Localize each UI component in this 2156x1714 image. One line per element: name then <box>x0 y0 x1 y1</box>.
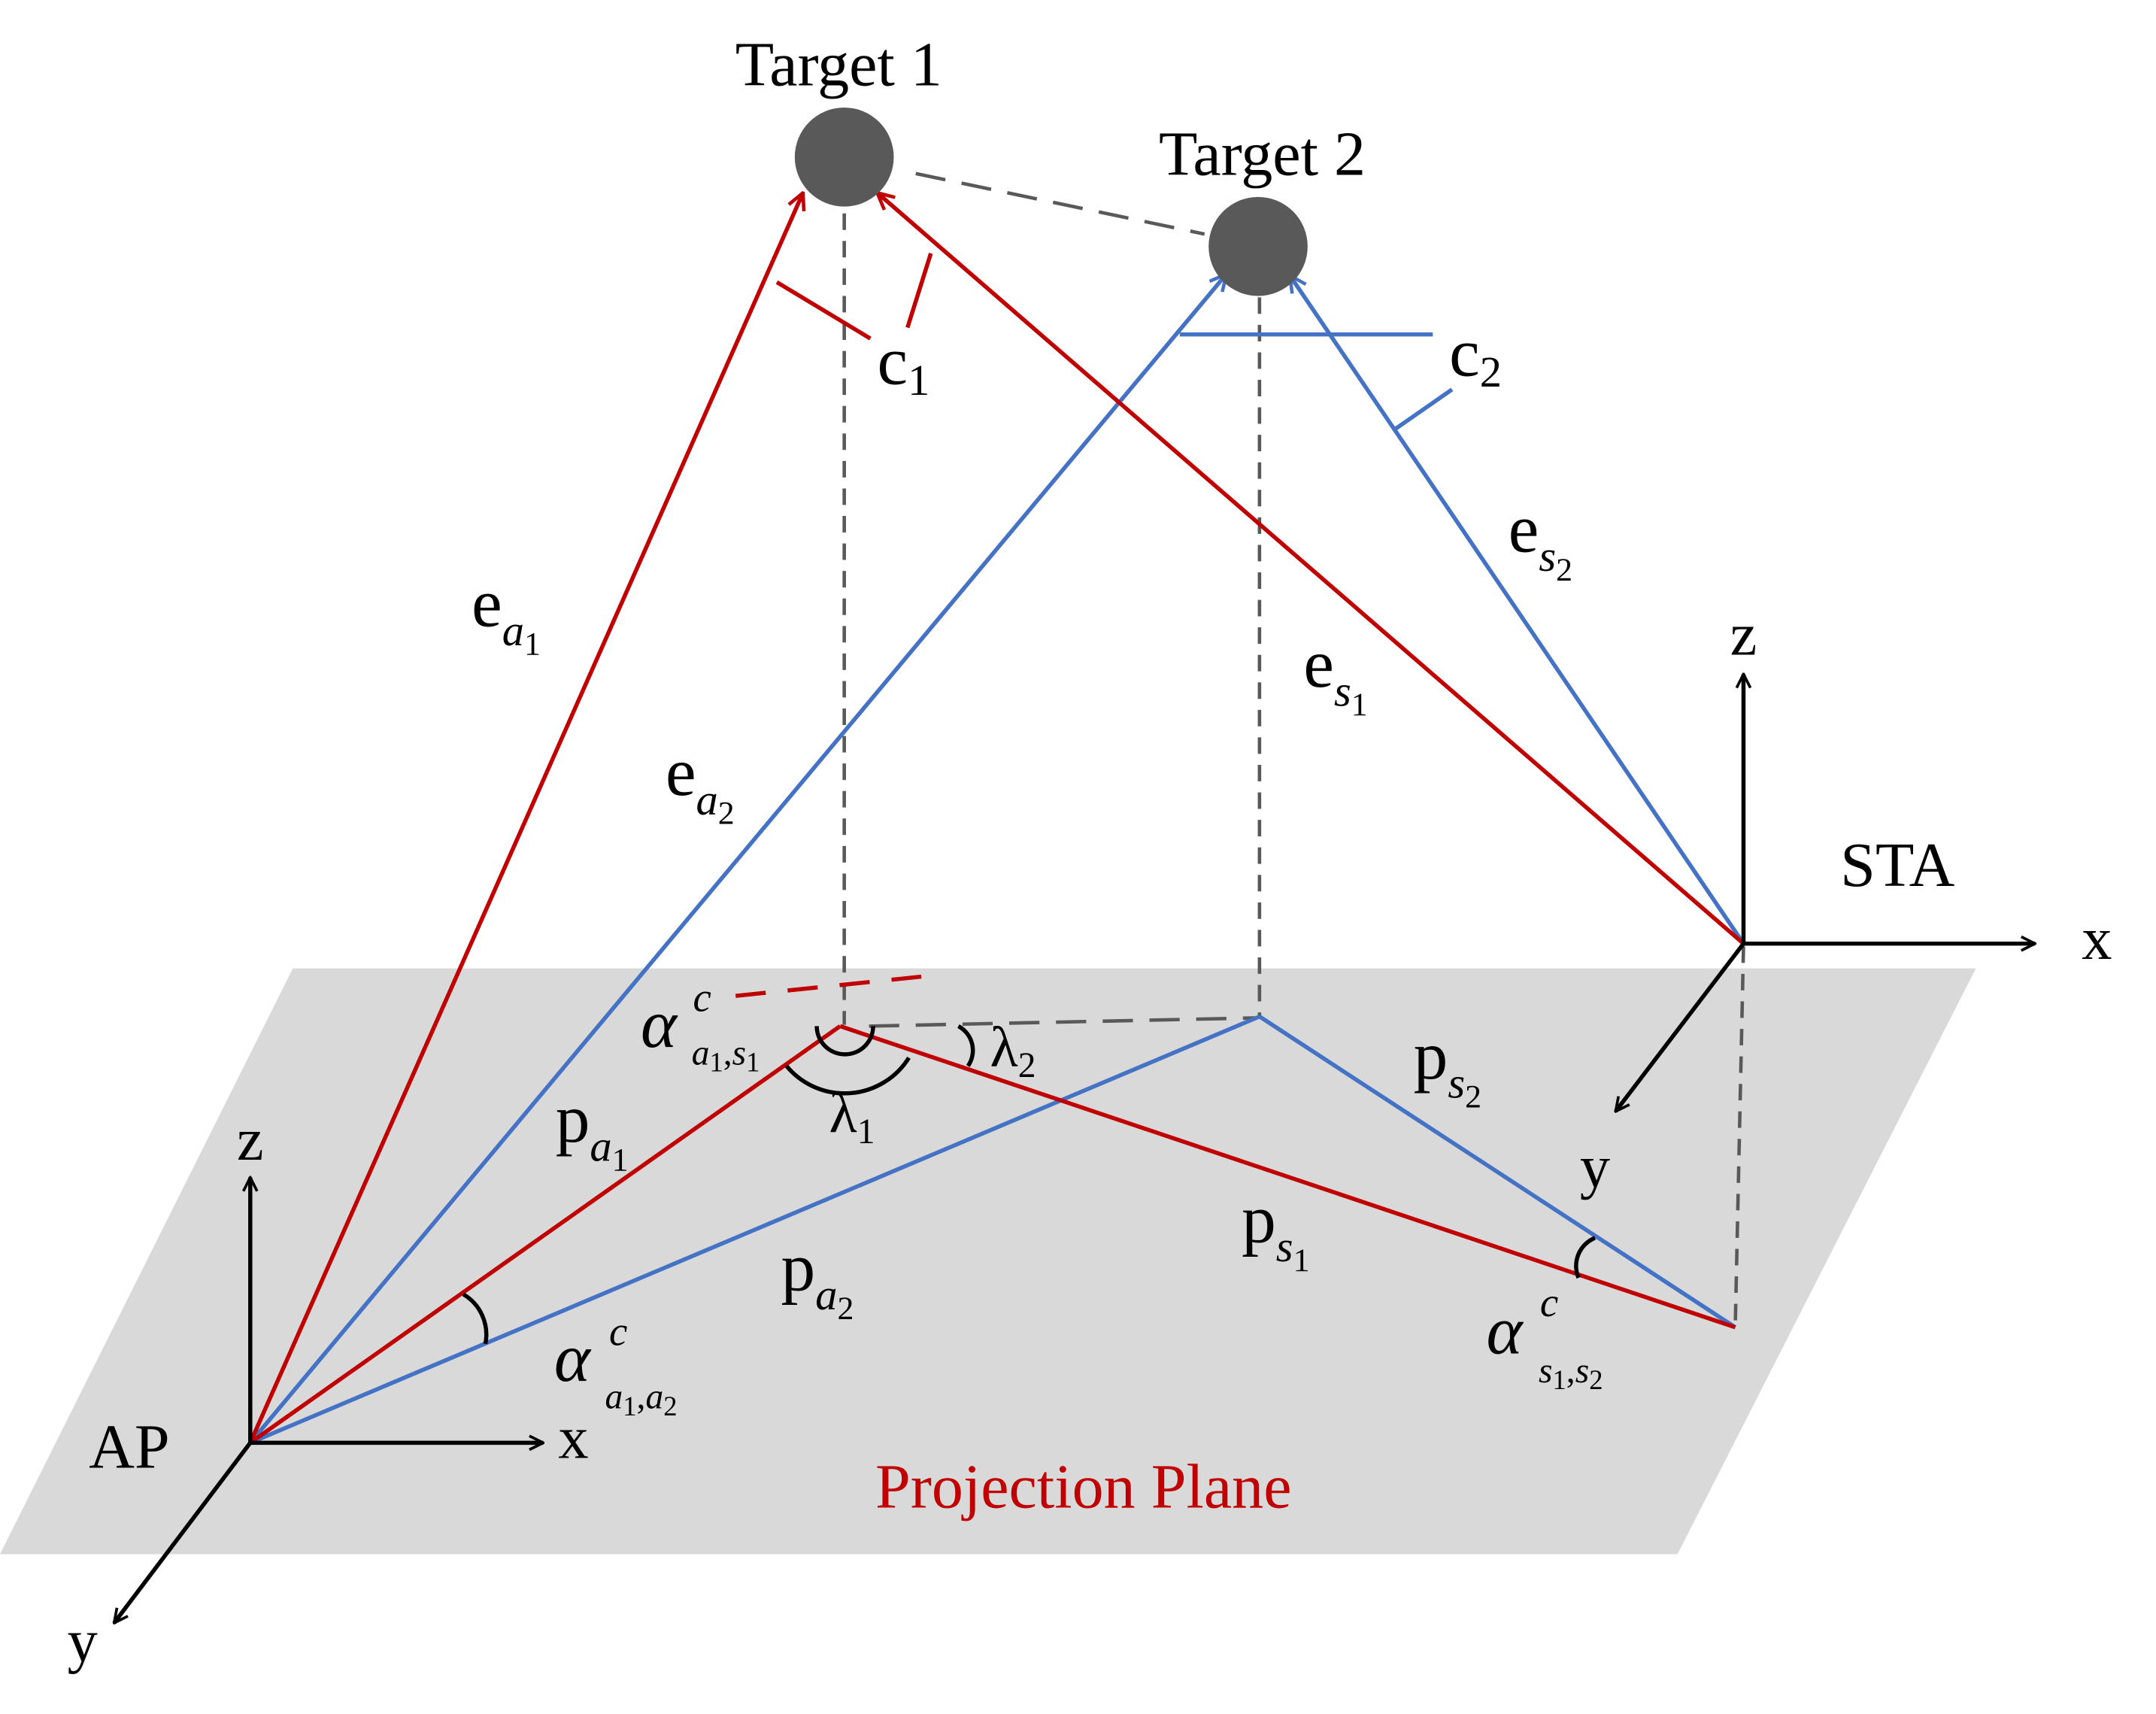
lambda2-arc <box>957 1024 975 1067</box>
projections-link-line <box>869 1016 1257 1028</box>
projection-plane <box>0 968 1976 1555</box>
p-s2-line <box>1258 1015 1736 1330</box>
alpha-a1-a2-arc <box>462 1292 489 1345</box>
alpha-a1-s1-arc <box>814 1026 875 1057</box>
target2-marker <box>1208 196 1308 296</box>
alpha-s1-s2-arc <box>1574 1236 1597 1279</box>
p-a1-line <box>249 1024 841 1445</box>
target2-label: Target 2 <box>1159 120 1366 190</box>
svg-text:a1,a2: a1,a2 <box>605 1378 678 1421</box>
c1-label: c1 <box>878 323 930 405</box>
ap-label: AP <box>89 1412 170 1482</box>
e-a1-vector <box>248 193 803 1444</box>
sta-y-label: y <box>1580 1133 1610 1200</box>
svg-text:a1,s1: a1,s1 <box>692 1034 760 1078</box>
alpha-a1-s1-label: α c a1,s1 <box>641 974 760 1077</box>
sta-z-label: z <box>1730 602 1757 669</box>
svg-text:c: c <box>609 1309 627 1355</box>
svg-text:α: α <box>641 986 678 1062</box>
e-s2-vector <box>1290 275 1745 945</box>
p-a2-line <box>249 1015 1260 1445</box>
c1-bracket-line <box>775 280 872 341</box>
svg-text:c: c <box>1540 1279 1558 1325</box>
e-a2-label: ea2 <box>666 734 735 831</box>
p-s2-label: ps2 <box>1414 1018 1481 1115</box>
projection-plane-label: Projection Plane <box>875 1452 1292 1521</box>
e-s1-label: es1 <box>1303 626 1367 723</box>
svg-text:α: α <box>1487 1293 1524 1369</box>
e-a1-label: ea1 <box>472 565 541 662</box>
c2-label: c2 <box>1449 315 1502 397</box>
ap-y-axis <box>114 1441 252 1623</box>
lambda1-label: λ1 <box>829 1081 875 1151</box>
p-s1-line <box>839 1024 1736 1330</box>
alpha-a1-a2-label: α c a1,a2 <box>554 1309 678 1421</box>
p-a1-label: pa1 <box>556 1081 629 1178</box>
e-s1-vector <box>878 193 1745 945</box>
ap-y-label: y <box>68 1608 98 1675</box>
sta-y-axis <box>1615 942 1745 1112</box>
p-s1-label: ps1 <box>1242 1181 1309 1278</box>
sta-x-label: x <box>2082 906 2112 972</box>
svg-text:s1,s2: s1,s2 <box>1539 1351 1603 1395</box>
alpha-s1-s2-label: α c s1,s2 <box>1487 1279 1603 1395</box>
svg-text:c: c <box>693 974 711 1020</box>
sta-drop-line <box>1733 946 1745 1327</box>
e-a2-vector <box>248 274 1227 1445</box>
e-s2-label: es2 <box>1509 491 1572 588</box>
targets-link-line <box>915 171 1205 236</box>
lambda1-arc <box>784 1056 911 1096</box>
svg-text:α: α <box>554 1320 592 1396</box>
ap-z-label: z <box>237 1106 264 1173</box>
ap-x-label: x <box>558 1405 588 1472</box>
p-a2-label: pa2 <box>781 1229 854 1326</box>
c2-leader-line <box>1391 387 1454 432</box>
lambda2-label: λ2 <box>990 1015 1036 1085</box>
target1-label: Target 1 <box>735 30 942 100</box>
sta-label: STA <box>1840 830 1954 900</box>
target1-marker <box>794 107 894 207</box>
c1-arrow-line <box>905 252 933 329</box>
